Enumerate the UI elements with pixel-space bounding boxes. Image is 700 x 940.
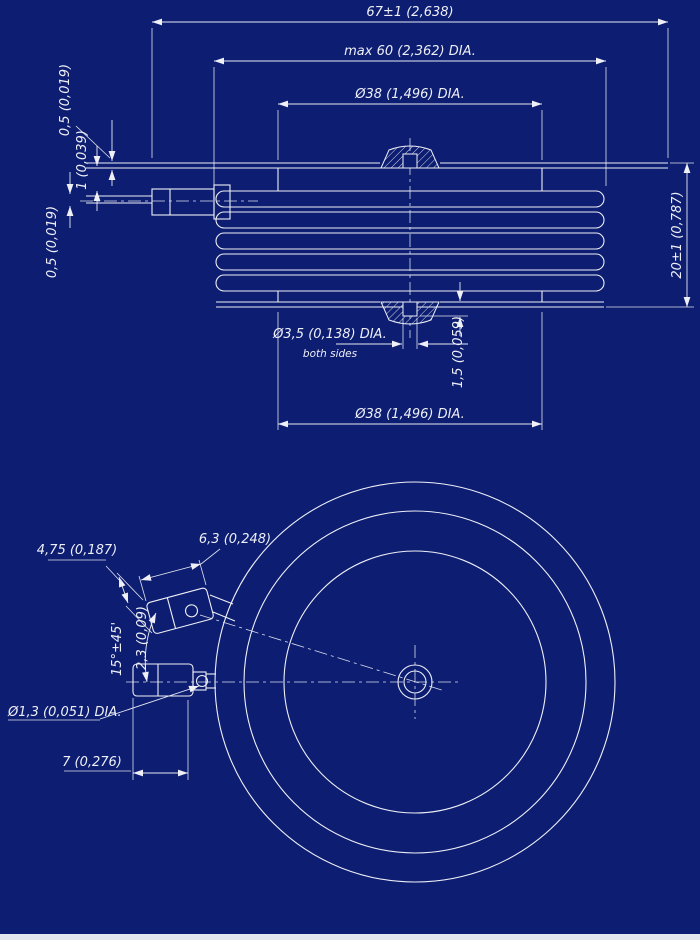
gate-strip-line	[212, 611, 236, 622]
leader-line	[99, 685, 200, 720]
gate-terminal-cap	[213, 184, 231, 220]
pole-face-circle	[283, 550, 547, 814]
dim-center-hole: Ø3,5 (0,138) DIA. both sides	[272, 318, 468, 360]
dim-pin-diameter: Ø1,3 (0,051) DIA.	[7, 685, 200, 721]
ceramic-fin	[215, 274, 605, 292]
dim-gate-tab-angle-label: 15°±45'	[110, 622, 125, 676]
ceramic-fin	[215, 190, 605, 208]
gate-tab-straight	[132, 663, 216, 697]
gate-tab-hole	[184, 604, 199, 618]
dim-lead-thickness-bottom: 0,5 (0,019)	[45, 172, 74, 278]
dim-lead-thickness-top: 0,5 (0,019)	[58, 64, 116, 186]
leader-line	[200, 548, 221, 565]
dim-lead-gap: 1 (0,039)	[75, 130, 101, 211]
ceramic-body-circle	[243, 510, 587, 854]
center-hole-bottom	[402, 301, 418, 317]
dim-max-diameter-label: max 60 (2,362) DIA.	[344, 44, 476, 59]
dim-lead-thickness-bottom-label: 0,5 (0,019)	[45, 206, 60, 278]
dim-gate-tab-angle: 15°±45'	[110, 612, 157, 683]
gate-pin	[195, 674, 209, 688]
page-edge	[0, 934, 700, 940]
dim-gate-tab-length: 6,3 (0,248)	[138, 532, 271, 602]
dim-pin-diameter-label: Ø1,3 (0,051) DIA.	[7, 705, 122, 720]
dim-pole-diameter-top: Ø38 (1,496) DIA.	[277, 87, 543, 160]
center-hole-top	[402, 153, 418, 169]
ceramic-fin	[215, 232, 605, 250]
leader-line	[75, 125, 111, 159]
dim-pole-diameter-bottom-label: Ø38 (1,496) DIA.	[354, 407, 465, 422]
dim-max-diameter: max 60 (2,362) DIA.	[213, 44, 607, 186]
gate-tab-clevis	[192, 671, 207, 691]
leader-line	[105, 565, 122, 583]
angled-centerline	[199, 614, 446, 692]
dim-height: 20±1 (0,787)	[606, 162, 694, 308]
dim-center-hole-label: Ø3,5 (0,138) DIA.	[272, 327, 387, 342]
dim-overall-width-label: 67±1 (2,638)	[366, 5, 453, 20]
ceramic-fin	[215, 211, 605, 229]
device-cross-section	[86, 145, 668, 325]
dim-center-hole-note: both sides	[303, 348, 358, 360]
dim-pole-diameter-top-label: Ø38 (1,496) DIA.	[354, 87, 465, 102]
extension-line	[138, 575, 147, 602]
dim-gate-tab-offset: 2,3 (0,09)	[135, 606, 150, 670]
dimension-line	[140, 563, 202, 581]
dim-overall-width: 67±1 (2,638)	[151, 5, 669, 158]
angle-arc	[142, 612, 157, 683]
dim-gate-tab-offset-label: 2,3 (0,09)	[135, 606, 150, 670]
section-view: 67±1 (2,638) max 60 (2,362) DIA. Ø38 (1,…	[45, 5, 694, 430]
dim-height-label: 20±1 (0,787)	[670, 191, 685, 278]
gate-strip-line	[209, 594, 234, 605]
dim-gate-tab-width: 4,75 (0,187)	[37, 543, 153, 634]
dim-lead-gap-label: 1 (0,039)	[75, 130, 90, 190]
dim-hole-depth: 1,5 (0,059)	[420, 282, 468, 388]
plan-view: 4,75 (0,187) 6,3 (0,248) 15°±45' 2,3 (0,…	[7, 481, 616, 883]
dim-tab-span-label: 7 (0,276)	[62, 755, 122, 770]
dim-pole-diameter-bottom: Ø38 (1,496) DIA.	[277, 312, 543, 430]
dim-tab-span: 7 (0,276)	[62, 698, 189, 780]
dim-gate-tab-length-label: 6,3 (0,248)	[199, 532, 271, 547]
dim-gate-tab-width-label: 4,75 (0,187)	[37, 543, 117, 558]
dim-lead-thickness-top-label: 0,5 (0,019)	[58, 64, 73, 136]
gate-tab-detail	[166, 597, 177, 629]
dim-hole-depth-label: 1,5 (0,059)	[451, 316, 466, 388]
ceramic-fin	[215, 253, 605, 271]
